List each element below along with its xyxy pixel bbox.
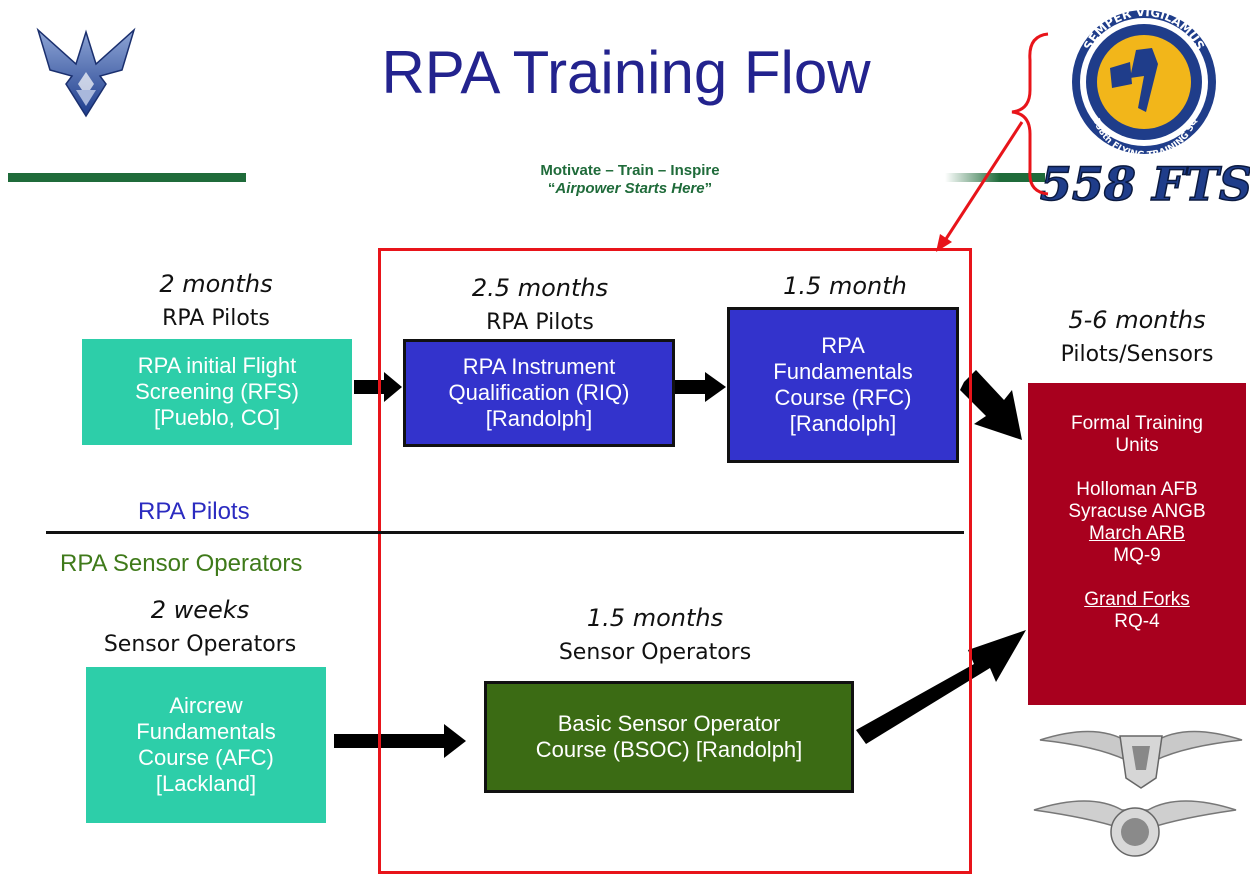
- emblem-label: 558 FTS: [1040, 157, 1250, 210]
- afc-duration: 2 weeks: [150, 596, 250, 624]
- rfs-audience: RPA Pilots: [162, 306, 270, 331]
- rfc-duration: 1.5 month: [783, 272, 907, 300]
- rfs-duration: 2 months: [159, 270, 273, 298]
- afc-box: Aircrew Fundamentals Course (AFC) [Lackl…: [86, 667, 326, 823]
- motto-line-2: “Airpower Starts Here”: [547, 180, 713, 197]
- ftu-audience: Pilots/Sensors: [1060, 342, 1214, 367]
- bsoc-box: Basic Sensor Operator Course (BSOC) [Ran…: [484, 681, 854, 793]
- riq-box: RPA Instrument Qualification (RIQ) [Rand…: [403, 339, 675, 447]
- ftu-aircraft-rq4: RQ-4: [1114, 611, 1160, 632]
- sensor-operator-wings-icon: [1030, 788, 1240, 869]
- ftu-aircraft-mq9: MQ-9: [1113, 545, 1161, 566]
- air-force-logo: [36, 24, 136, 120]
- rfc-box: RPA Fundamentals Course (RFC) [Randolph]: [727, 307, 959, 463]
- 558-fts-scope-frame: [378, 248, 972, 874]
- squadron-emblem: SEMPER VIGILAMUS 558th FLYING TRAINING S…: [1039, 4, 1252, 212]
- rpa-pilot-wings-icon: [1036, 716, 1246, 797]
- ftu-heading-line-2: Units: [1115, 435, 1159, 456]
- bsoc-duration: 1.5 months: [586, 604, 724, 632]
- riq-audience: RPA Pilots: [486, 310, 594, 335]
- motto: Motivate – Train – Inspire “Airpower Sta…: [330, 162, 930, 198]
- section-label-pilots: RPA Pilots: [138, 498, 250, 525]
- ftu-base-grand-forks: Grand Forks: [1084, 589, 1190, 610]
- ftu-base-holloman: Holloman AFB: [1076, 479, 1198, 500]
- motto-line-1: Motivate – Train – Inspire: [540, 162, 720, 179]
- left-accent-bar: [8, 173, 246, 182]
- ftu-base-march: March ARB: [1088, 523, 1186, 544]
- ftu-duration: 5-6 months: [1068, 306, 1206, 334]
- right-accent-bar: [945, 173, 1045, 182]
- page-title: RPA Training Flow: [381, 39, 871, 106]
- ftu-base-syracuse: Syracuse ANGB: [1068, 501, 1206, 522]
- ftu-box: Formal Training Units Holloman AFB Syrac…: [1028, 383, 1246, 705]
- ftu-heading-line-1: Formal Training: [1071, 413, 1203, 434]
- section-divider: [46, 531, 964, 534]
- rfs-box: RPA initial Flight Screening (RFS) [Pueb…: [82, 339, 352, 445]
- bsoc-audience: Sensor Operators: [558, 640, 752, 665]
- riq-duration: 2.5 months: [471, 274, 609, 302]
- section-label-sensors: RPA Sensor Operators: [60, 550, 303, 577]
- afc-audience: Sensor Operators: [103, 632, 297, 657]
